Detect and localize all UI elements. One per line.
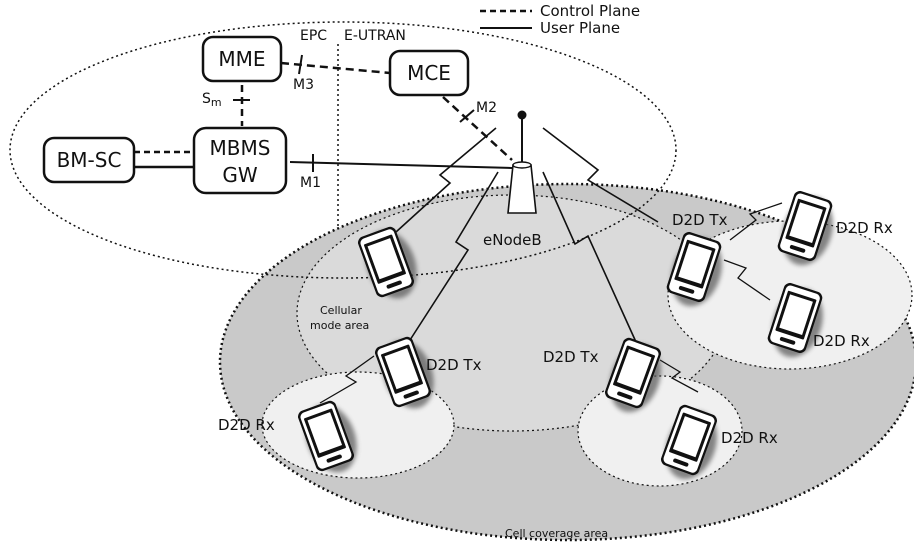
d2d-rx-left-label: D2D Rx <box>218 416 275 434</box>
mbms-gw-label-line1: MBMS <box>210 136 271 160</box>
mbms-gw-node: MBMS GW <box>192 126 288 195</box>
d2d-tx-left-label: D2D Tx <box>426 356 482 374</box>
phone-d2d-tx-left <box>373 335 434 409</box>
mce-node: MCE <box>388 49 470 97</box>
d2d-cluster-middle <box>577 375 743 487</box>
d2d-link-left <box>319 355 375 404</box>
phone-d2d-rx-right-top <box>776 189 834 266</box>
phone-left-cellular <box>356 225 417 299</box>
m1-link <box>289 161 513 169</box>
phone-d2d-tx-mid <box>603 336 663 413</box>
d2d-link-right-top <box>729 202 783 241</box>
enodeb-tower <box>507 110 537 214</box>
mme-node: MME <box>201 35 283 83</box>
mme-label: MME <box>218 47 265 71</box>
m3-label: M3 <box>293 77 314 93</box>
phone-d2d-tx-right <box>665 230 723 307</box>
bm-sc-node: BM-SC <box>42 136 136 184</box>
d2d-link-mid <box>659 359 699 393</box>
cellular-mode-label-line2: mode area <box>310 319 369 332</box>
radio-link-to-phone-left <box>395 127 497 233</box>
m2-link <box>442 96 513 161</box>
mbms-gw-label-line2: GW <box>222 163 257 187</box>
d2d-rx-right-top-label: D2D Rx <box>836 219 893 237</box>
eutran-label: E-UTRAN <box>344 28 406 44</box>
cellular-mode-label-line1: Cellular <box>320 304 362 317</box>
epc-label: EPC <box>300 28 327 44</box>
radio-links <box>395 127 659 343</box>
core-network-region <box>9 21 677 279</box>
d2d-rx-mid-label: D2D Rx <box>721 429 778 447</box>
d2d-link-right-bottom <box>723 259 771 301</box>
d2d-rx-right-bottom-label: D2D Rx <box>813 332 870 350</box>
phone-d2d-rx-mid <box>659 403 719 480</box>
m2-tick <box>459 109 475 123</box>
m3-link <box>280 61 391 75</box>
radio-link-to-phone-tx-left <box>409 171 499 341</box>
bm-sc-label: BM-SC <box>57 148 122 172</box>
m1-label: M1 <box>300 175 321 191</box>
phone-d2d-rx-right-bottom <box>766 281 824 358</box>
sm-label: Sm <box>202 91 222 109</box>
d2d-tx-mid-label: D2D Tx <box>543 348 599 366</box>
cell-coverage-label: Cell coverage area <box>505 527 608 540</box>
d2d-links <box>319 202 783 404</box>
m3-tick <box>298 54 303 75</box>
legend-control-plane-label: Control Plane <box>540 2 640 20</box>
mce-label: MCE <box>407 61 451 85</box>
radio-link-to-phone-tx-mid <box>542 171 637 343</box>
radio-link-to-phone-tx-right <box>542 127 659 223</box>
enodeb-label: eNodeB <box>483 231 542 249</box>
enodeb-antenna-tip <box>517 110 527 120</box>
phone-d2d-rx-left <box>296 399 357 473</box>
d2d-tx-right-label: D2D Tx <box>672 211 728 229</box>
legend-user-plane-label: User Plane <box>540 19 620 37</box>
m2-label: M2 <box>476 100 497 116</box>
